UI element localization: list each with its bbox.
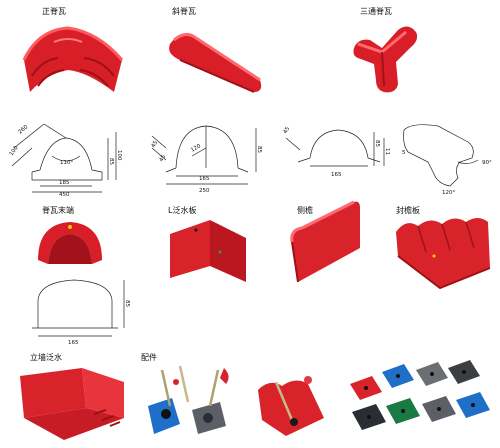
dim-end-h: 85 [124,300,130,307]
dim-ridge-h1: 85 [108,158,114,165]
dim-three-h1: 85 [374,140,380,147]
label-eave-cover: 封檐板 [396,206,420,215]
eave-cover-image [396,218,491,290]
ridge-end-cap-image [38,222,102,264]
slant-ridge-dimension-drawing: 45 45 120 85 165 250 [151,125,262,194]
dim-slant-bottom: 165 [199,176,210,182]
side-cover-image [290,200,360,283]
label-three-way-ridge: 三通脊瓦 [360,7,392,16]
three-way-dimension-drawing: 45 85 11 165 [283,126,390,178]
dim-three-s: 5 [402,150,406,156]
three-way-top-view-drawing: 5 90° 120° [402,124,492,196]
label-slant-ridge-tile: 斜脊瓦 [172,7,196,16]
dim-three-a2: 120° [442,190,455,196]
dim-ridge-h2: 100 [116,150,122,161]
label-ridge-tile: 正脊瓦 [42,7,66,16]
dim-ridge-slant: 260 [17,124,29,136]
dim-slant-d2: 45 [159,154,168,163]
dim-three-a1: 90° [482,160,492,166]
ridge-end-dimension-drawing: 85 165 [32,279,130,346]
dim-ridge-side: 100 [9,145,20,157]
slant-ridge-tile-image [169,33,262,93]
dim-ridge-width: 450 [59,192,70,196]
wall-flashing-image [20,368,124,440]
dim-ridge-angle: 110° [60,160,73,166]
color-caps-samples-image [350,360,490,430]
dim-three-bottom: 165 [331,172,342,178]
dim-three-h2: 11 [384,148,390,155]
dim-slant-width: 250 [199,188,210,194]
l-flashing-image [170,220,246,282]
ridge-tile-image [22,26,124,92]
label-accessories: 配件 [141,353,157,362]
screws-and-washers-image [148,365,229,434]
dim-end-bottom: 165 [68,340,79,346]
label-l-flashing: L泛水板 [168,206,197,215]
label-wall-flashing: 立墙泛水 [30,353,62,362]
three-way-ridge-image [353,26,418,93]
dim-slant-r: 120 [190,143,203,154]
ridge-dimension-drawing: 260 100 110° 85 100 185 450 [9,123,122,196]
dim-slant-d1: 45 [151,140,160,149]
label-side-cover: 侧檐 [297,206,313,215]
label-ridge-end: 脊瓦末端 [42,206,74,215]
dim-ridge-bottom: 185 [59,180,70,186]
dim-three-d1: 45 [283,126,292,135]
red-tile-piece-with-screw-image [258,376,324,436]
dim-slant-h: 85 [256,146,262,153]
